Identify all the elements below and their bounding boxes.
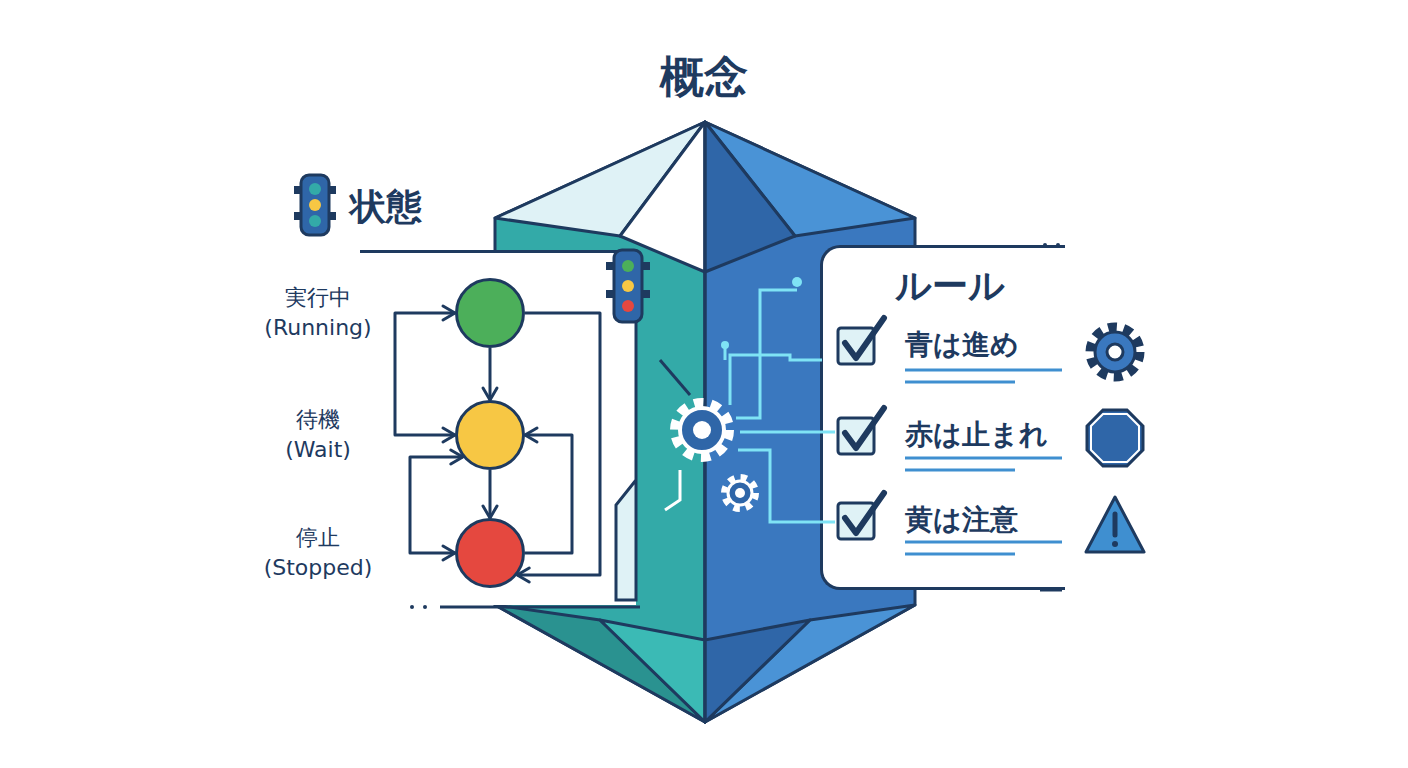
stop-octagon	[1087, 410, 1143, 466]
dot	[423, 605, 427, 609]
gear-hub	[1107, 344, 1123, 360]
traffic-light-body	[301, 175, 329, 235]
gear-teeth	[676, 404, 728, 456]
circuit-line	[724, 345, 727, 360]
state-panel: 状態実行中 (Running)待機 (Wait)停止 (Stopped)	[360, 250, 636, 605]
traffic-light-visor	[642, 262, 650, 270]
rule-text: 赤は止まれ	[905, 415, 1048, 455]
gear-icon	[1091, 328, 1139, 376]
lamp	[309, 199, 321, 211]
rule-panel: ルール青は進め赤は止まれ黄は注意	[820, 245, 1065, 590]
gear-body	[1095, 332, 1135, 372]
circuit-node	[721, 341, 729, 349]
circuit-lines	[660, 290, 835, 522]
warning-triangle	[1086, 497, 1144, 552]
state-label: 実行中 (Running)	[233, 283, 403, 343]
gear-hub	[693, 421, 711, 439]
gem-facet	[705, 122, 795, 272]
circuit-line	[730, 355, 822, 405]
state-circle: 実行中 (Running)	[455, 278, 525, 348]
rule-text: 青は進め	[905, 325, 1019, 365]
circuit-line	[665, 470, 680, 510]
traffic-light-icon	[294, 175, 336, 235]
traffic-light-visor	[329, 212, 336, 220]
traffic-light-visor	[294, 212, 301, 220]
state-circle: 待機 (Wait)	[455, 400, 525, 470]
gem-facet	[705, 605, 915, 722]
gem-ridge	[704, 122, 707, 722]
circuit-line	[660, 360, 690, 395]
panel-heading: ルール	[895, 262, 1005, 311]
gear-body	[680, 408, 724, 452]
title: 概念	[0, 48, 1408, 107]
rule-text: 黄は注意	[905, 500, 1018, 540]
gear-icon	[725, 478, 755, 508]
state-label: 停止 (Stopped)	[233, 523, 403, 583]
warning-icon	[1086, 497, 1144, 552]
gear-hub	[735, 488, 745, 498]
traffic-light-visor	[642, 290, 650, 298]
lamp	[309, 215, 321, 227]
gem-facet	[705, 620, 810, 722]
lamp	[309, 183, 321, 195]
dot	[410, 605, 414, 609]
gear-teeth	[1091, 328, 1139, 376]
gem-facet	[495, 605, 705, 722]
warning-bar	[1113, 514, 1118, 535]
traffic-light-visor	[329, 186, 336, 194]
panel-base-line	[440, 606, 640, 609]
gear-teeth	[725, 478, 755, 508]
traffic-light-visor	[294, 186, 301, 194]
circuit-node	[792, 277, 802, 287]
circuit-line	[736, 290, 797, 418]
state-label: 待機 (Wait)	[233, 405, 403, 465]
stop-octagon-inner	[1091, 414, 1139, 462]
gem-facet	[600, 620, 705, 722]
state-circle: 停止 (Stopped)	[455, 518, 525, 588]
gear-body	[728, 481, 752, 505]
gear-icon	[676, 404, 728, 456]
warning-dot	[1112, 541, 1118, 547]
panel-heading: 状態	[350, 183, 550, 232]
